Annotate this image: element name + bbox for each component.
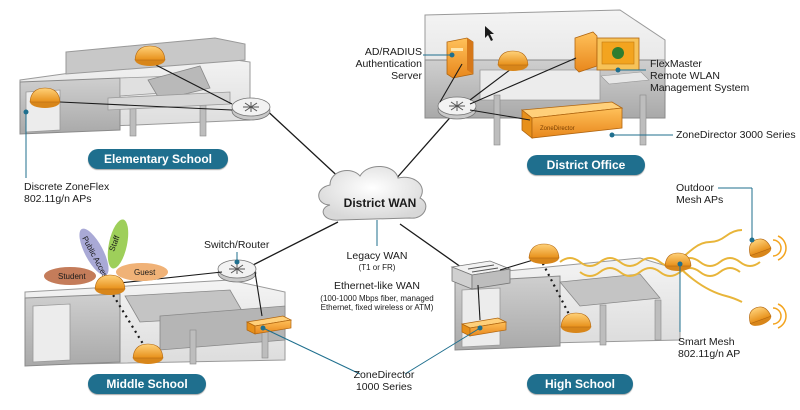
access-point-icon: [560, 312, 592, 333]
link-district: [394, 111, 456, 181]
discrete-aps-label: Discrete ZoneFlex 802.11g/n APs: [24, 181, 110, 205]
site-label-high-school: High School: [527, 374, 633, 394]
wifi-signal-icon: [772, 235, 787, 261]
svg-text:ZoneDirector: ZoneDirector: [540, 126, 575, 132]
wlan-public-access-petal: [79, 228, 109, 276]
switch-router-label: Switch/Router: [204, 239, 270, 251]
zonedirector-1000-high-icon: [460, 317, 508, 337]
outdoor-mesh-aps-label: Outdoor Mesh APs: [676, 182, 724, 206]
mesh-dotted-links: [109, 257, 573, 353]
wlan-guest-petal: [116, 263, 168, 281]
link-middle: [246, 221, 339, 269]
legacy-wan-label: Legacy WAN: [346, 250, 408, 262]
outdoor-mesh-ap-icon: [749, 238, 772, 258]
zonedirector-3000-icon: ZoneDirector: [520, 101, 624, 139]
district-wan-title: District WAN: [343, 196, 417, 210]
zonedirector-1000-middle-icon: [245, 315, 293, 335]
wlan-label-student: Student: [58, 272, 86, 281]
callout-dots: [23, 52, 755, 331]
wlan-student-petal: [44, 267, 96, 285]
flexmaster-workstation-icon: [574, 31, 650, 85]
elementary-building: [19, 37, 251, 137]
switch-high: [450, 260, 512, 290]
access-point-icon: [497, 50, 529, 71]
access-point-icon: [94, 274, 126, 295]
link-elementary: [261, 105, 346, 184]
link-high: [399, 223, 469, 273]
radius-server-label: AD/RADIUS Authentication Server: [355, 46, 422, 82]
internal-links: [59, 57, 577, 321]
access-point-icon: [132, 343, 164, 364]
radius-server-icon: [446, 37, 474, 79]
outdoor-mesh-ap-icon: [749, 306, 772, 326]
mouse-cursor-icon: [485, 26, 494, 41]
access-point-icon: [134, 45, 166, 66]
ethernet-wan-label: Ethernet-like WAN: [334, 280, 420, 292]
zonedirector-3000-label: ZoneDirector 3000 Series: [676, 129, 796, 141]
wlan-petals: Public Access Staff Student Guest: [44, 219, 168, 285]
wlan-staff-petal: [107, 219, 129, 269]
site-label-middle-school: Middle School: [88, 374, 206, 394]
smart-mesh-ap-label: Smart Mesh 802.11g/n AP: [678, 336, 741, 360]
wifi-signal-icon: [772, 303, 787, 329]
mesh-wave: [559, 229, 761, 303]
access-point-icon: [528, 243, 560, 264]
access-point-icon: [29, 87, 61, 108]
zonedirector-1000-label: ZoneDirector 1000 Series: [353, 369, 415, 393]
access-points: [29, 45, 787, 364]
legacy-wan-sub: (T1 or FR): [358, 263, 396, 272]
callout-lines: [25, 54, 753, 375]
ethernet-wan-sub: (100-1000 Mbps fiber, managed Ethernet, …: [320, 294, 434, 312]
middle-building: [24, 279, 286, 367]
smart-mesh-ap-icon: [664, 252, 692, 271]
site-label-elementary-school: Elementary School: [88, 149, 228, 169]
router-district: [437, 96, 477, 120]
router-elementary: [231, 97, 271, 121]
site-label-district-office: District Office: [527, 155, 645, 175]
flexmaster-label: FlexMaster Remote WLAN Management System: [650, 58, 750, 94]
wlan-label-guest: Guest: [134, 268, 156, 277]
wan-cloud: [318, 166, 427, 221]
wan-links: [246, 105, 469, 273]
